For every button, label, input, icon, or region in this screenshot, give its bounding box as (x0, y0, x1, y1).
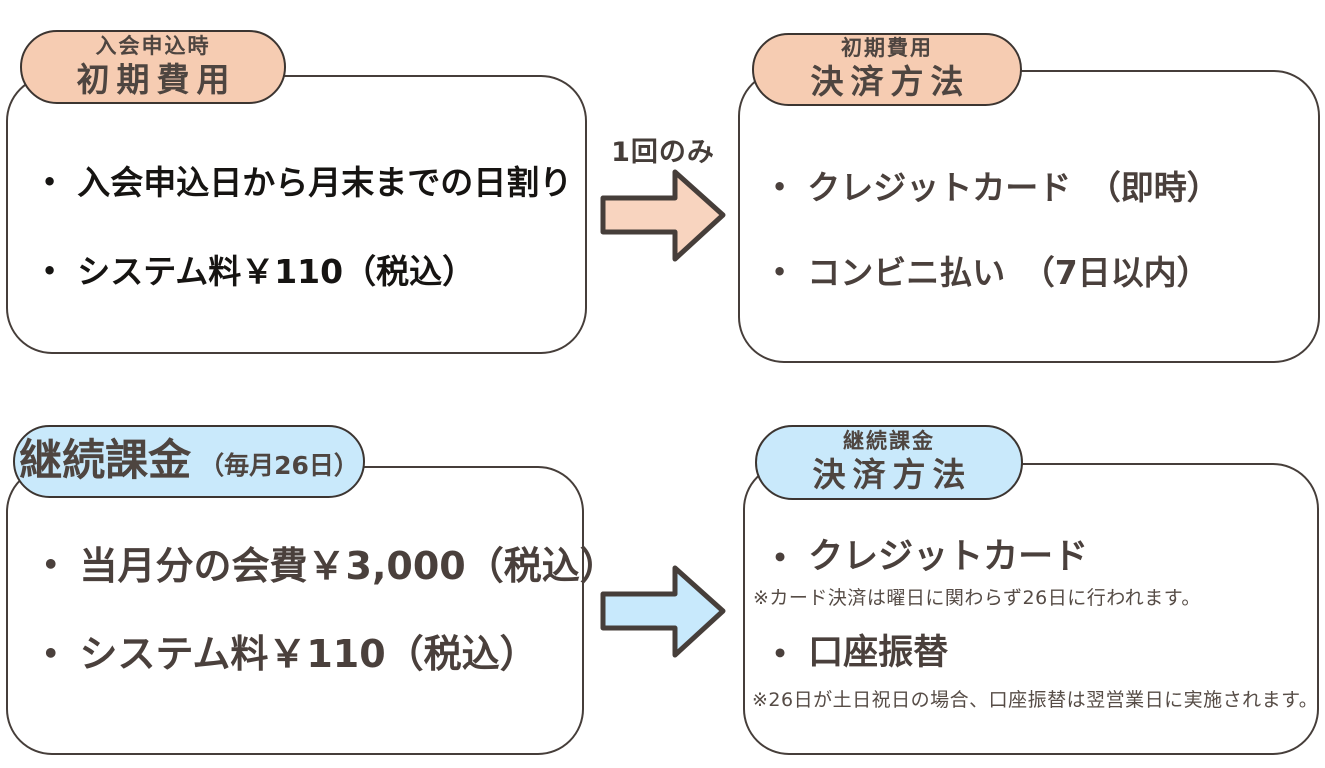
tag-context: 初期費用 (841, 36, 933, 61)
arrow-right-icon (600, 565, 726, 658)
payment-method-note: ※26日が土日祝日の場合、口座振替は翌営業日に実施されます。 (752, 689, 1319, 711)
list-item-text: 当月分の会費￥3,000（税込） (79, 544, 618, 588)
tag-title: 決済方法 (810, 62, 971, 102)
arrow-shape (600, 565, 726, 658)
tag-context: 継続課金 (843, 429, 935, 454)
initial-fee-list: 入会申込日から月末までの日割り システム料￥110（税込） (42, 162, 572, 293)
tag-title: 決済方法 (812, 455, 973, 495)
initial-fee-tag: 入会申込時 初期費用 (20, 30, 286, 104)
list-item: 当月分の会費￥3,000（税込） (42, 543, 618, 589)
list-item-text: コンビニ払い （7日以内） (807, 253, 1210, 293)
list-item-text: システム料￥110（税込） (77, 252, 476, 292)
tag-title: 初期費用 (76, 59, 237, 99)
method-title-text: クレジットカード (808, 537, 1089, 577)
tag-context: 入会申込時 (95, 33, 211, 58)
initial-fee-box (6, 75, 587, 354)
list-item: システム料￥110（税込） (42, 631, 618, 677)
payment-method-note: ※カード決済は曜日に関わらず26日に行われます。 (753, 587, 1201, 609)
recurring-fee-list: 当月分の会費￥3,000（税込） システム料￥110（税込） (42, 543, 618, 678)
payment-method-title: クレジットカード (772, 536, 1088, 580)
recurring-payment-box (743, 463, 1319, 755)
recurring-fee-box (6, 466, 584, 755)
arrow-label: 1回のみ (611, 137, 715, 168)
payment-method-title: 口座振替 (772, 632, 948, 676)
arrow-right-icon (600, 169, 726, 262)
tag-suffix: （毎月26日） (199, 451, 359, 480)
arrow-shape (600, 169, 726, 262)
list-item: 入会申込日から月末までの日割り (42, 162, 572, 203)
list-item: コンビニ払い （7日以内） (772, 252, 1220, 293)
method-title-text: 口座振替 (808, 633, 949, 673)
initial-payment-list: クレジットカード （即時） コンビニ払い （7日以内） (772, 167, 1220, 294)
list-item: システム料￥110（税込） (42, 251, 572, 292)
list-item-text: 入会申込日から月末までの日割り (77, 163, 573, 202)
recurring-fee-tag: 継続課金 （毎月26日） (13, 425, 365, 498)
recurring-payment-tag: 継続課金 決済方法 (755, 425, 1023, 500)
list-item: クレジットカード （即時） (772, 167, 1220, 208)
list-item-text: システム料￥110（税込） (79, 632, 538, 677)
tag-title: 継続課金 (19, 435, 192, 486)
list-item-text: クレジットカード （即時） (807, 168, 1220, 207)
initial-payment-box (738, 70, 1320, 363)
initial-payment-tag: 初期費用 決済方法 (752, 33, 1022, 106)
